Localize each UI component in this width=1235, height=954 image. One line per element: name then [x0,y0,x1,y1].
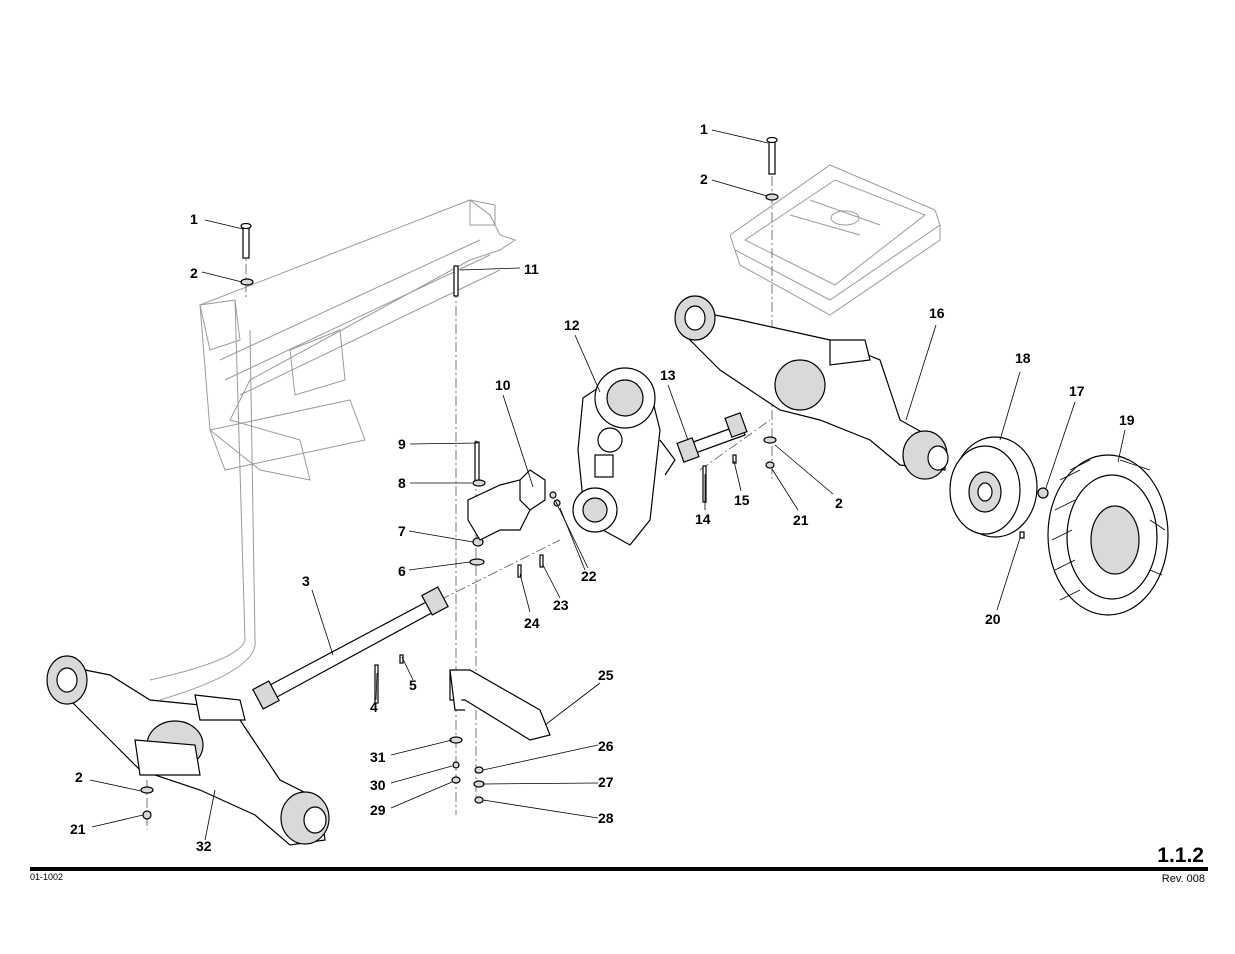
support-bracket [449,669,551,741]
rear-axle [674,295,949,480]
sheet-number: 1.1.2 [1157,844,1204,867]
callout-label: 8 [398,475,406,491]
callout-label: 2 [75,769,83,785]
callout-label: 12 [564,317,580,333]
wheel-rim [949,436,1038,538]
callout-label: 4 [370,699,378,715]
callout-label: 9 [398,436,406,452]
callout-label: 7 [398,523,406,539]
chassis-frame-ghost [149,199,517,701]
callout-label: 29 [370,802,386,818]
callout-label: 17 [1069,383,1085,399]
callout-label: 13 [660,367,676,383]
callout-label: 28 [598,810,614,826]
callout-label: 25 [598,667,614,683]
callout-label: 2 [700,171,708,187]
callout-label: 15 [734,492,750,508]
callout-label: 1 [700,121,708,137]
tire [1047,454,1169,616]
callout-label: 30 [370,777,386,793]
callout-label: 2 [835,495,843,511]
callout-label: 10 [495,377,511,393]
front-axle [46,655,330,846]
callout-label: 1 [190,211,198,227]
callout-label: 32 [196,838,212,854]
callout-label: 11 [524,261,539,277]
drive-shaft-rear [676,412,748,463]
callout-label: 6 [398,563,406,579]
callout-label: 5 [409,677,417,693]
callout-label: 26 [598,738,614,754]
callout-label: 23 [553,597,569,613]
callout-label: 21 [793,512,809,528]
mounting-bracket [467,469,546,541]
drive-shaft-front [252,586,449,710]
callout-label: 2 [190,265,198,281]
callout-label: 24 [524,615,540,631]
callout-label: 31 [370,749,386,765]
callouts: 1 2 1 2 11 12 10 13 16 18 17 19 9 8 7 6 … [70,121,1135,854]
transmission [572,367,676,546]
callout-label: 20 [985,611,1001,627]
callout-label: 14 [695,511,711,527]
revision-label: Rev. 008 [1161,873,1205,885]
leader-lines [89,129,1126,841]
callout-label: 22 [581,568,597,584]
callout-label: 18 [1015,350,1031,366]
callout-label: 21 [70,821,86,837]
rear-frame-ghost [729,164,941,316]
callout-label: 19 [1119,412,1135,428]
callout-label: 3 [302,573,310,589]
callout-label: 27 [598,774,614,790]
drawing-id: 01-1002 [30,872,64,882]
footer-divider [30,867,1208,871]
callout-label: 16 [929,305,945,321]
